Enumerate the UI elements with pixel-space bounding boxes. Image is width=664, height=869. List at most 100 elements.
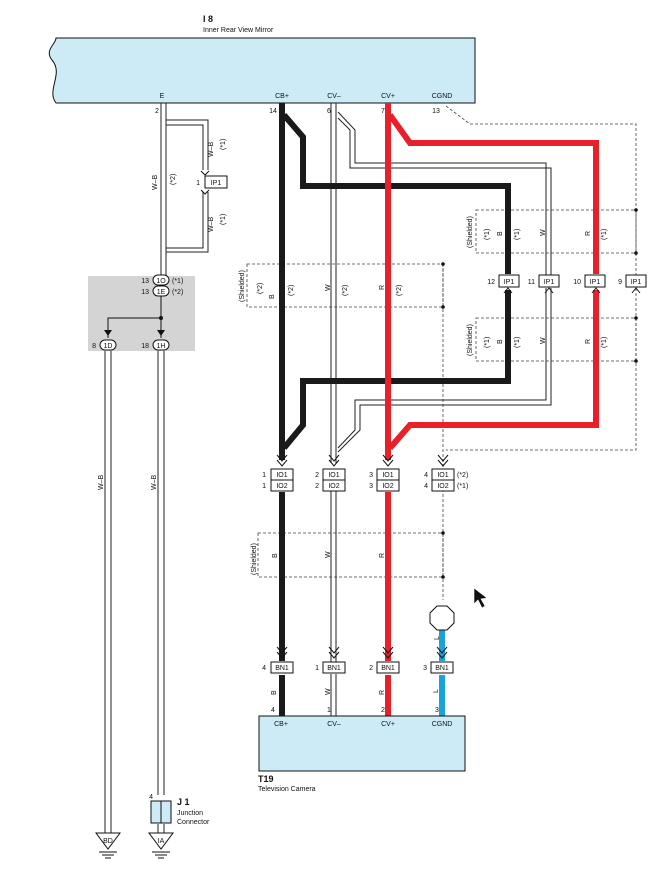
n1-label-r-ip1-top: (*1) <box>601 229 608 240</box>
svg-text:11: 11 <box>528 279 535 286</box>
svg-text:9: 9 <box>618 279 622 286</box>
svg-text:IP1: IP1 <box>631 279 642 286</box>
w-label-camera: W <box>325 688 332 695</box>
svg-text:IO2: IO2 <box>382 483 393 490</box>
mirror-pinno-13: 13 <box>432 108 440 115</box>
bn1-pin-2: BN1 <box>381 665 395 672</box>
w-label-upper: W <box>325 284 332 291</box>
ip1-left-connector: IP1 1 <box>196 170 228 195</box>
svg-text:IO1: IO1 <box>382 472 393 479</box>
svg-text:1: 1 <box>196 180 200 187</box>
io1-row: IO1 1 IO1 2 IO1 3 IO1 4 (*2) <box>262 468 468 481</box>
io2-row: IO2 1 IO2 2 IO2 3 IO2 4 (*1) <box>262 479 468 492</box>
svg-text:IP1: IP1 <box>544 279 555 286</box>
svg-text:1: 1 <box>327 707 331 714</box>
mirror-pinno-14: 14 <box>269 108 277 115</box>
camera-pin-cbplus: CB+ <box>274 721 288 728</box>
ip1-pin-11-connector: IP1 11 <box>528 274 560 294</box>
svg-text:IO1: IO1 <box>276 472 287 479</box>
b-label-lower: B <box>272 553 279 558</box>
wb-label-ip1-bottom: W–B <box>208 217 215 233</box>
svg-text:3: 3 <box>435 707 439 714</box>
svg-text:1D: 1D <box>104 343 113 350</box>
bn1-pin-1: BN1 <box>327 665 341 672</box>
b-label-ip1-bottom: B <box>497 339 504 344</box>
l-wire-cgnd <box>429 605 455 716</box>
camera-pin-cvplus: CV+ <box>381 721 395 728</box>
bn1-pin-3: BN1 <box>435 665 449 672</box>
w-label-lower: W <box>325 551 332 558</box>
mirror-pin-cvminus: CV– <box>327 93 341 100</box>
n1-label-ip1-bottom: (*1) <box>220 214 227 225</box>
svg-text:4: 4 <box>424 483 428 490</box>
svg-text:13: 13 <box>141 278 149 285</box>
svg-text:18: 18 <box>141 343 149 350</box>
b-label-upper: B <box>269 294 276 299</box>
r-label-camera: R <box>379 690 386 695</box>
svg-text:IO1: IO1 <box>328 472 339 479</box>
mouse-cursor-icon <box>473 587 488 609</box>
n1-label-shield-ip1-top: (*1) <box>484 229 491 240</box>
mirror-pinno-2: 2 <box>155 108 159 115</box>
w-label-ip1-bottom: W <box>540 337 547 344</box>
ip1-right-connectors: IP1 12 IP1 11 IP1 10 IP1 9 <box>441 208 647 579</box>
wb-wire-mirror-branch <box>160 103 209 275</box>
mirror-pinno-7: 7 <box>381 108 385 115</box>
svg-text:10: 10 <box>573 279 581 286</box>
mirror-pin-cgnd: CGND <box>432 93 453 100</box>
ground-bd-label: BD <box>103 838 113 845</box>
l-label-camera: L <box>433 689 440 693</box>
svg-text:(*2): (*2) <box>457 472 468 479</box>
r-label-lower: R <box>379 553 386 558</box>
n1-label-r-ip1-bottom: (*1) <box>601 337 608 348</box>
svg-text:2: 2 <box>381 707 385 714</box>
io-connectors: IO1 1 IO1 2 IO1 3 IO1 4 (*2) IO2 1 IO2 2… <box>262 454 468 492</box>
television-camera: 4 1 2 3 CB+ CV– CV+ CGND T19 Television … <box>258 707 466 793</box>
svg-text:(*2): (*2) <box>172 289 183 296</box>
wb-label-upper: W–B <box>152 175 159 191</box>
jc-1o-connector <box>152 274 170 286</box>
svg-text:3: 3 <box>369 472 373 479</box>
camera-name: Television Camera <box>258 786 316 793</box>
shielded-label-lower: (Shielded) <box>251 543 258 575</box>
wb-label-ia: W–B <box>151 475 158 491</box>
svg-text:IO2: IO2 <box>328 483 339 490</box>
junction-block: 1O 13 (*1) 1E 13 (*2) 1D 8 1H 18 <box>88 274 195 351</box>
bn1-connectors: BN1 4 BN1 1 BN1 2 BN1 3 <box>262 646 454 674</box>
n2-label-shield-upper: (*2) <box>257 283 264 294</box>
junction-connector-j1: 4 J 1 Junction Connector <box>149 794 210 826</box>
camera-pin-cvminus: CV– <box>327 721 341 728</box>
inner-rear-view-mirror: I 8 Inner Rear View Mirror E CB+ CV– CV+… <box>48 14 476 115</box>
b-wire-cbplus <box>279 103 511 716</box>
shielded-label-ip1-bottom: (Shielded) <box>467 324 474 356</box>
camera-pin-cgnd: CGND <box>432 721 453 728</box>
svg-text:12: 12 <box>487 279 495 286</box>
n2-label-b-upper: (*2) <box>288 285 295 296</box>
ip1-pin-9-connector: IP1 9 <box>618 274 647 294</box>
svg-text:4: 4 <box>271 707 275 714</box>
mirror-code: I 8 <box>203 14 213 24</box>
r-wire-cvplus <box>385 103 599 716</box>
n2-label-r-upper: (*2) <box>396 285 403 296</box>
r-label-ip1-top: R <box>585 231 592 236</box>
svg-text:IP1: IP1 <box>504 279 515 286</box>
mirror-pin-e: E <box>160 93 165 100</box>
bn1-pin-4: BN1 <box>275 665 289 672</box>
r-label-upper: R <box>379 285 386 290</box>
jc-1d-connector <box>99 339 117 351</box>
w-label-ip1-top: W <box>540 229 547 236</box>
shield-ground-icon <box>429 605 455 631</box>
n1-label-b-ip1-top: (*1) <box>514 229 521 240</box>
svg-text:4: 4 <box>149 794 153 801</box>
shielded-label-ip1-top: (Shielded) <box>467 216 474 248</box>
ground-ia-label: IA <box>158 838 165 845</box>
n1-label-b-ip1-bottom: (*1) <box>514 337 521 348</box>
ip1-pin-10-connector: IP1 10 <box>573 274 606 294</box>
svg-text:IO2: IO2 <box>437 483 448 490</box>
svg-text:8: 8 <box>92 343 96 350</box>
svg-text:Junction: Junction <box>177 810 203 817</box>
svg-text:1O: 1O <box>156 278 166 285</box>
w-wire-cvminus <box>330 103 552 716</box>
svg-text:1E: 1E <box>157 289 166 296</box>
